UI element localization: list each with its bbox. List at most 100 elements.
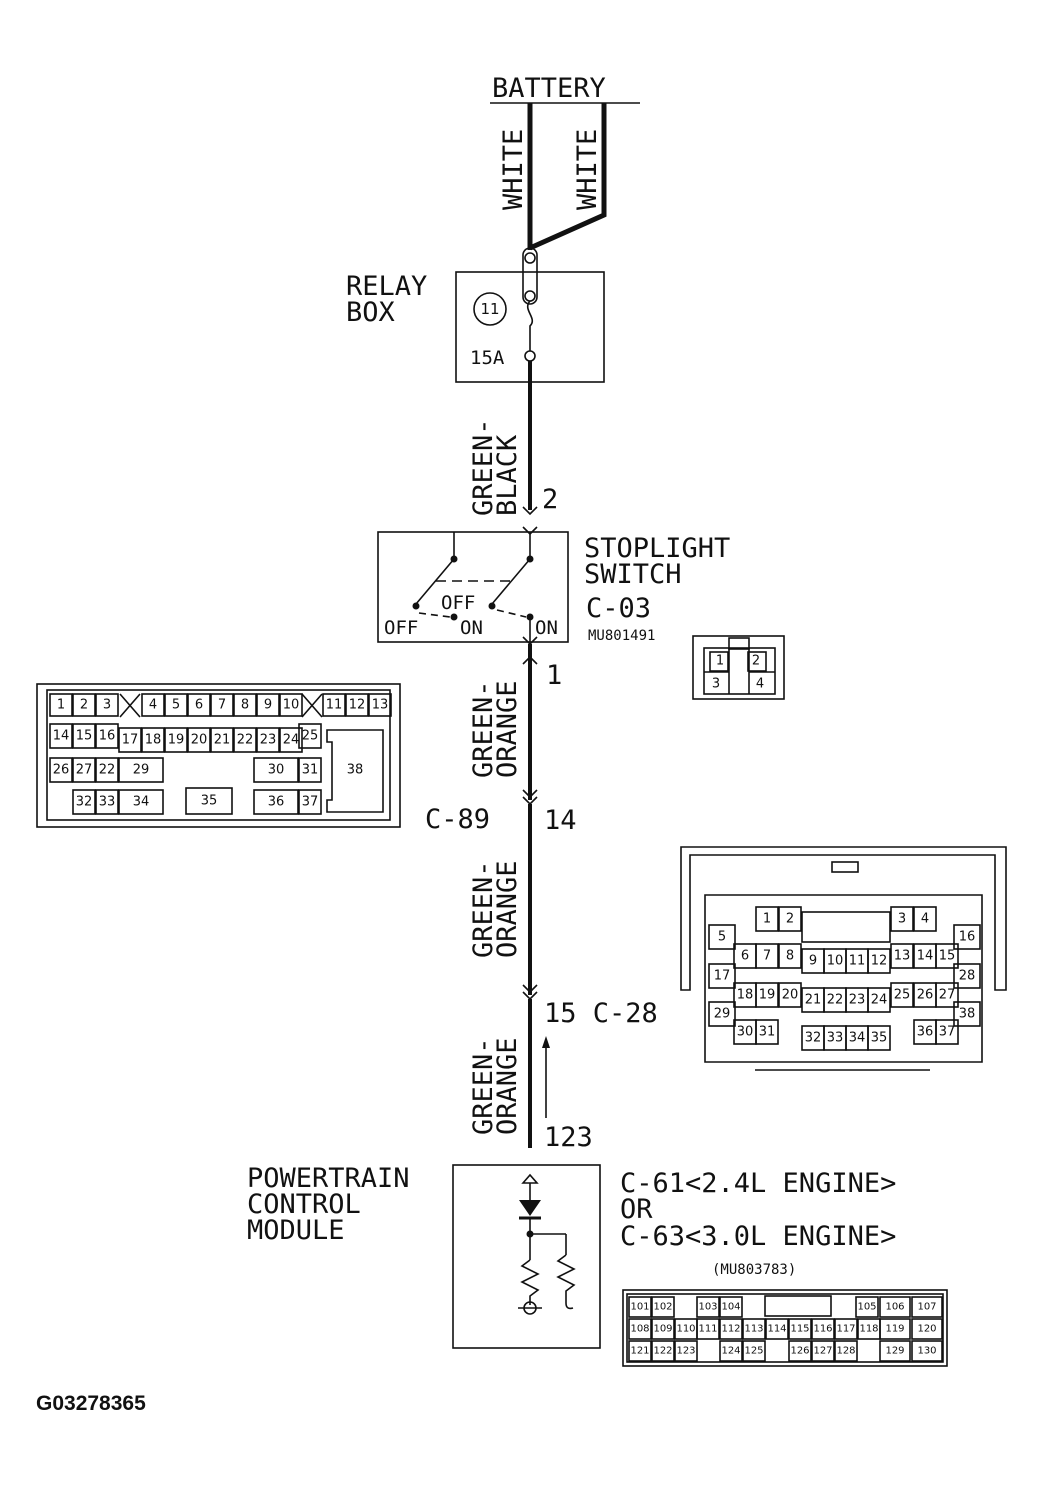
c89-pin: 27 xyxy=(76,763,93,778)
c89-pin: 11 xyxy=(326,698,343,713)
c28-pin: 32 xyxy=(805,1031,822,1046)
pcm-title-3: MODULE xyxy=(247,1215,345,1246)
c89-pin: 22 xyxy=(99,763,116,778)
c28-pin: 10 xyxy=(827,954,844,969)
c28-pin: 8 xyxy=(786,949,794,964)
pcm-connector-line-2: OR xyxy=(620,1194,653,1225)
c89-pin: 32 xyxy=(76,795,93,810)
pcm-pin: 102 xyxy=(653,1302,672,1313)
c89-pin: 18 xyxy=(145,733,162,748)
c28-pin: 11 xyxy=(849,954,866,969)
c28-pin: 6 xyxy=(741,949,749,964)
pcm-connector-line-3: C-63<3.0L ENGINE> xyxy=(620,1221,896,1252)
c89-pin: 29 xyxy=(133,763,150,778)
c89-pin: 23 xyxy=(260,733,277,748)
pcm-pin: 122 xyxy=(653,1346,672,1357)
c89-pin: 31 xyxy=(302,763,319,778)
wire-color-green-orange-1a: GREEN- xyxy=(468,680,499,778)
c89-pin: 1 xyxy=(57,698,65,713)
c03-pin-2: 2 xyxy=(752,654,760,669)
relay-box-title-1: RELAY xyxy=(346,271,427,302)
switch-blade-right xyxy=(491,558,531,605)
fuse-rating: 15A xyxy=(470,347,505,369)
pcm-pin: 128 xyxy=(836,1346,855,1357)
connector-chevron-icon xyxy=(522,506,538,516)
c28-pin: 5 xyxy=(718,930,726,945)
connector-c28-label: 15 C-28 xyxy=(544,998,658,1029)
c28-pin: 29 xyxy=(714,1007,731,1022)
pcm-pin: 124 xyxy=(721,1346,740,1357)
c28-pin: 20 xyxy=(782,988,799,1003)
c89-blank-icon xyxy=(119,693,141,718)
c28-pin: 33 xyxy=(827,1031,844,1046)
connector-c03-face: 1 2 3 4 xyxy=(692,635,785,700)
wire-relay-to-switch: GREEN- BLACK 2 xyxy=(468,361,558,516)
pcm-pin: 103 xyxy=(698,1302,717,1313)
c89-pin: 6 xyxy=(195,698,203,713)
wire-color-green-orange-2b: ORANGE xyxy=(492,860,523,958)
c89-pin: 4 xyxy=(149,698,157,713)
c03-pin-4: 4 xyxy=(756,677,764,692)
pcm-pin: 125 xyxy=(744,1346,763,1357)
c28-pin: 34 xyxy=(849,1031,866,1046)
contact-off-left: OFF xyxy=(384,617,418,639)
stoplight-switch-section: OFF ON OFF ON STOPLIGHT SWITCH C-03 MU80… xyxy=(377,526,785,700)
c89-pin: 21 xyxy=(214,733,231,748)
c28-pin: 7 xyxy=(763,949,771,964)
pcm-pin: 117 xyxy=(836,1324,855,1335)
resistor-icon xyxy=(520,1259,540,1305)
pcm-pin: 130 xyxy=(917,1346,936,1357)
c89-pin: 26 xyxy=(53,763,70,778)
c28-pin: 1 xyxy=(763,912,771,927)
c28-pin: 27 xyxy=(939,988,956,1003)
c89-pin: 24 xyxy=(283,733,300,748)
c28-pin: 38 xyxy=(959,1007,976,1022)
pcm-pin: 119 xyxy=(885,1324,904,1335)
c89-pin: 35 xyxy=(201,794,218,809)
c28-pin: 36 xyxy=(917,1025,934,1040)
c28-pin: 4 xyxy=(921,912,929,927)
connector-c03-label: C-03 xyxy=(586,593,651,624)
pcm-pin: 113 xyxy=(744,1324,763,1335)
c89-pin: 20 xyxy=(191,733,208,748)
stoplight-switch-box xyxy=(377,531,569,643)
wire-color-green-orange-1b: ORANGE xyxy=(492,680,523,778)
battery-label: BATTERY xyxy=(492,73,606,104)
switch-blade-left xyxy=(415,558,455,605)
c28-pin: 15 xyxy=(939,949,956,964)
pcm-title-2: CONTROL xyxy=(247,1189,361,1220)
diode-icon xyxy=(519,1200,541,1216)
pcm-pin: 129 xyxy=(885,1346,904,1357)
c03-pin-3: 3 xyxy=(712,677,720,692)
c28-pin: 28 xyxy=(959,969,976,984)
c28-pin: 25 xyxy=(894,988,911,1003)
pcm-pin: 109 xyxy=(653,1324,672,1335)
wire-color-green-black-2: BLACK xyxy=(492,434,523,516)
pcm-connector-face: 101 102 103 104 105 106 107 108 109 110 … xyxy=(622,1289,948,1367)
wire-c28-to-pcm: GREEN- ORANGE 123 xyxy=(468,999,593,1153)
pcm-pin: 104 xyxy=(721,1302,740,1313)
resistor-icon xyxy=(556,1254,576,1303)
connector-c28-face: 1 2 3 4 5 16 6 7 8 9 10 11 12 13 14 15 1… xyxy=(680,846,1007,1071)
switch-pin-2: 2 xyxy=(542,484,558,515)
battery-wire-right xyxy=(528,103,607,251)
pcm-pin: 115 xyxy=(790,1324,809,1335)
wire-color-white-right: WHITE xyxy=(572,129,603,210)
figure-id: G03278365 xyxy=(36,1392,146,1415)
pcm-pin: 112 xyxy=(721,1324,740,1335)
fuse-icon xyxy=(526,300,534,352)
pcm-pin: 127 xyxy=(813,1346,832,1357)
pcm-pin: 111 xyxy=(698,1324,717,1335)
c89-pin: 7 xyxy=(218,698,226,713)
wire-color-green-orange-3b: ORANGE xyxy=(492,1037,523,1135)
c28-pin: 37 xyxy=(939,1025,956,1040)
c89-pin: 16 xyxy=(99,729,116,744)
contact-on-right: ON xyxy=(535,617,558,639)
pcm-title-1: POWERTRAIN xyxy=(247,1163,410,1194)
c28-pin: 18 xyxy=(737,988,754,1003)
c89-pin: 5 xyxy=(172,698,180,713)
c28-pin: 22 xyxy=(827,993,844,1008)
c28-pin: 12 xyxy=(871,954,888,969)
c89-pin: 22 xyxy=(237,733,254,748)
